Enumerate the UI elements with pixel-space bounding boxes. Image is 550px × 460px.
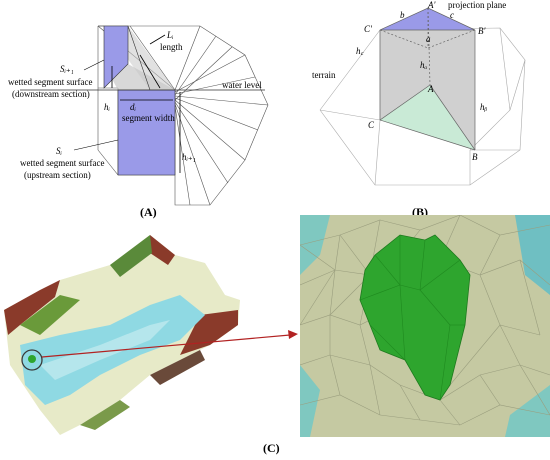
mesh-grid <box>299 214 550 426</box>
label-length: length <box>160 42 183 52</box>
zoom-arrow-line <box>41 334 291 358</box>
label-b-upper: B <box>472 152 478 162</box>
label-h-i: hᵢ <box>104 102 111 112</box>
zoom-arrow-head <box>288 330 298 339</box>
label-h-i-plus-1: hᵢ₊₁ <box>182 152 196 162</box>
green-vegetation-blob <box>359 234 471 401</box>
river-terrain-map <box>4 235 298 435</box>
downstream-wetted-surface <box>103 25 129 89</box>
label-c-prime: C' <box>364 24 373 34</box>
label-c-upper: C <box>368 120 375 130</box>
label-h-a: hₐ <box>420 60 428 70</box>
panel-b: A' b c projection plane C' B' a terrain … <box>300 0 550 215</box>
label-h-c: h꜀ <box>356 46 365 56</box>
panel-c-zoom <box>299 214 550 437</box>
label-water-level: water level <box>222 80 262 90</box>
panel-c-map <box>0 225 300 440</box>
label-upstream-1: wetted segment surface <box>20 158 104 168</box>
label-b-lower: b <box>400 10 405 20</box>
caption-c: (C) <box>263 441 280 455</box>
panel-b-diagram: A' b c projection plane C' B' a terrain … <box>312 0 526 186</box>
label-downstream-1: wetted segment surface <box>8 77 92 87</box>
upstream-wetted-surface <box>117 89 176 176</box>
label-a-lower: a <box>426 34 431 44</box>
zoomed-mesh <box>299 214 550 437</box>
label-segment-width: segment width <box>122 113 175 123</box>
label-d-i: dᵢ <box>130 102 137 112</box>
prism-edges <box>379 7 476 151</box>
dimension-markers <box>111 34 181 173</box>
label-terrain: terrain <box>312 70 336 80</box>
label-a-upper: A <box>427 84 434 94</box>
label-projection-plane: projection plane <box>448 0 506 10</box>
label-l-i: Lᵢ <box>166 30 174 40</box>
projection-triangle <box>380 8 475 30</box>
label-h-b: hᵦ <box>480 102 488 112</box>
zoom-marker-circle <box>21 349 43 371</box>
panel-a-diagram: Sᵢ₊₁ wetted segment surface (downstream … <box>8 25 269 206</box>
caption-a: (A) <box>140 205 157 219</box>
panel-a: Sᵢ₊₁ wetted segment surface (downstream … <box>0 0 275 215</box>
label-c-lower: c <box>450 10 454 20</box>
label-upstream-2: (upstream section) <box>24 170 91 180</box>
vertical-surface <box>380 30 475 150</box>
label-s-i-plus-1: Sᵢ₊₁ <box>60 64 74 74</box>
label-b-prime: B' <box>478 26 486 36</box>
label-s-i: Sᵢ <box>56 146 63 156</box>
label-downstream-2: (downstream section) <box>12 89 90 99</box>
terrain-triangle <box>380 85 475 150</box>
label-a-prime: A' <box>427 0 436 10</box>
